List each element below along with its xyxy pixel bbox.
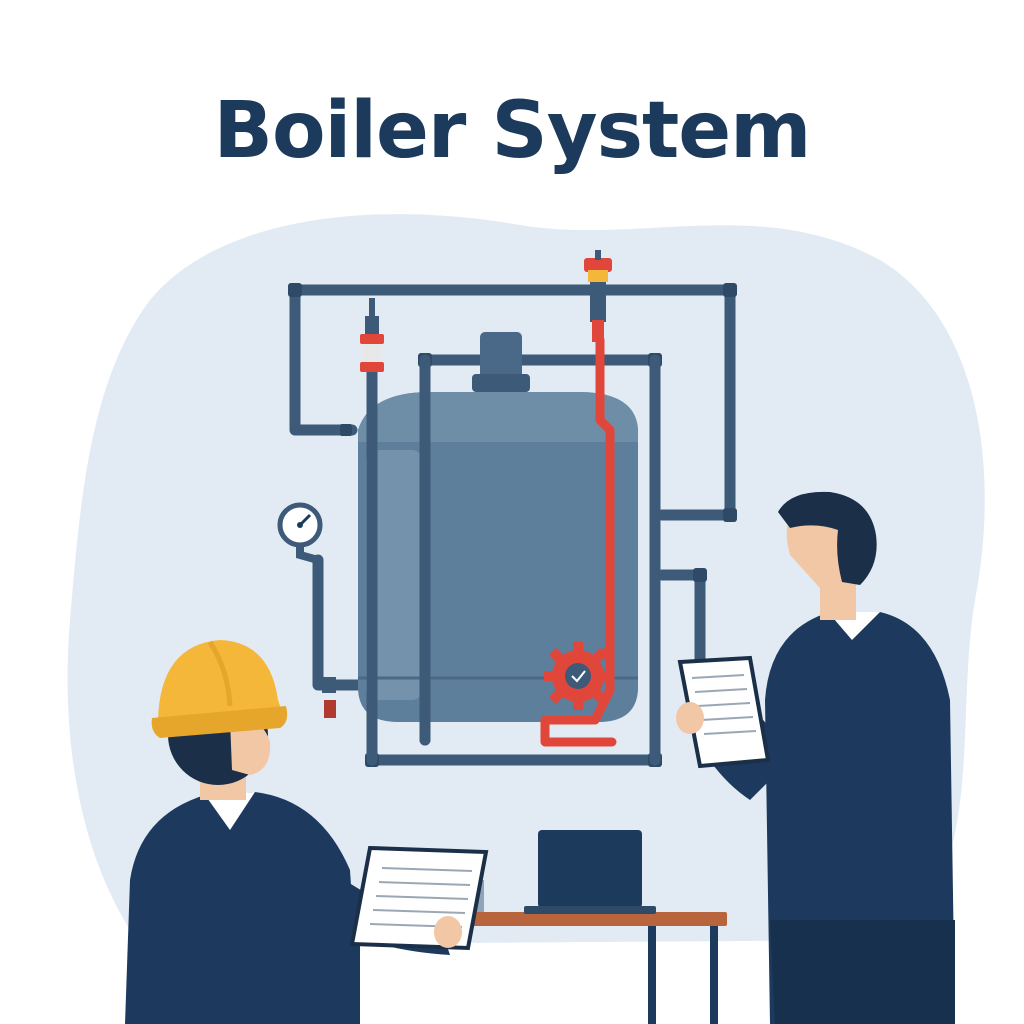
- front-pipes: [366, 354, 661, 766]
- hard-hat-icon: [151, 640, 288, 738]
- page-title: Boiler System: [213, 86, 812, 176]
- engineer-in-suit: [676, 491, 955, 1024]
- engineer-with-hard-hat: [125, 640, 489, 1024]
- clipboard-icon: [677, 655, 771, 769]
- safety-valve: [360, 298, 384, 372]
- clipboard-icon: [349, 845, 489, 951]
- top-relief-valve: [584, 250, 612, 342]
- valve-wheel-icon: [544, 642, 612, 710]
- pressure-gauge-icon: [277, 502, 336, 718]
- laptop-icon: [524, 830, 656, 914]
